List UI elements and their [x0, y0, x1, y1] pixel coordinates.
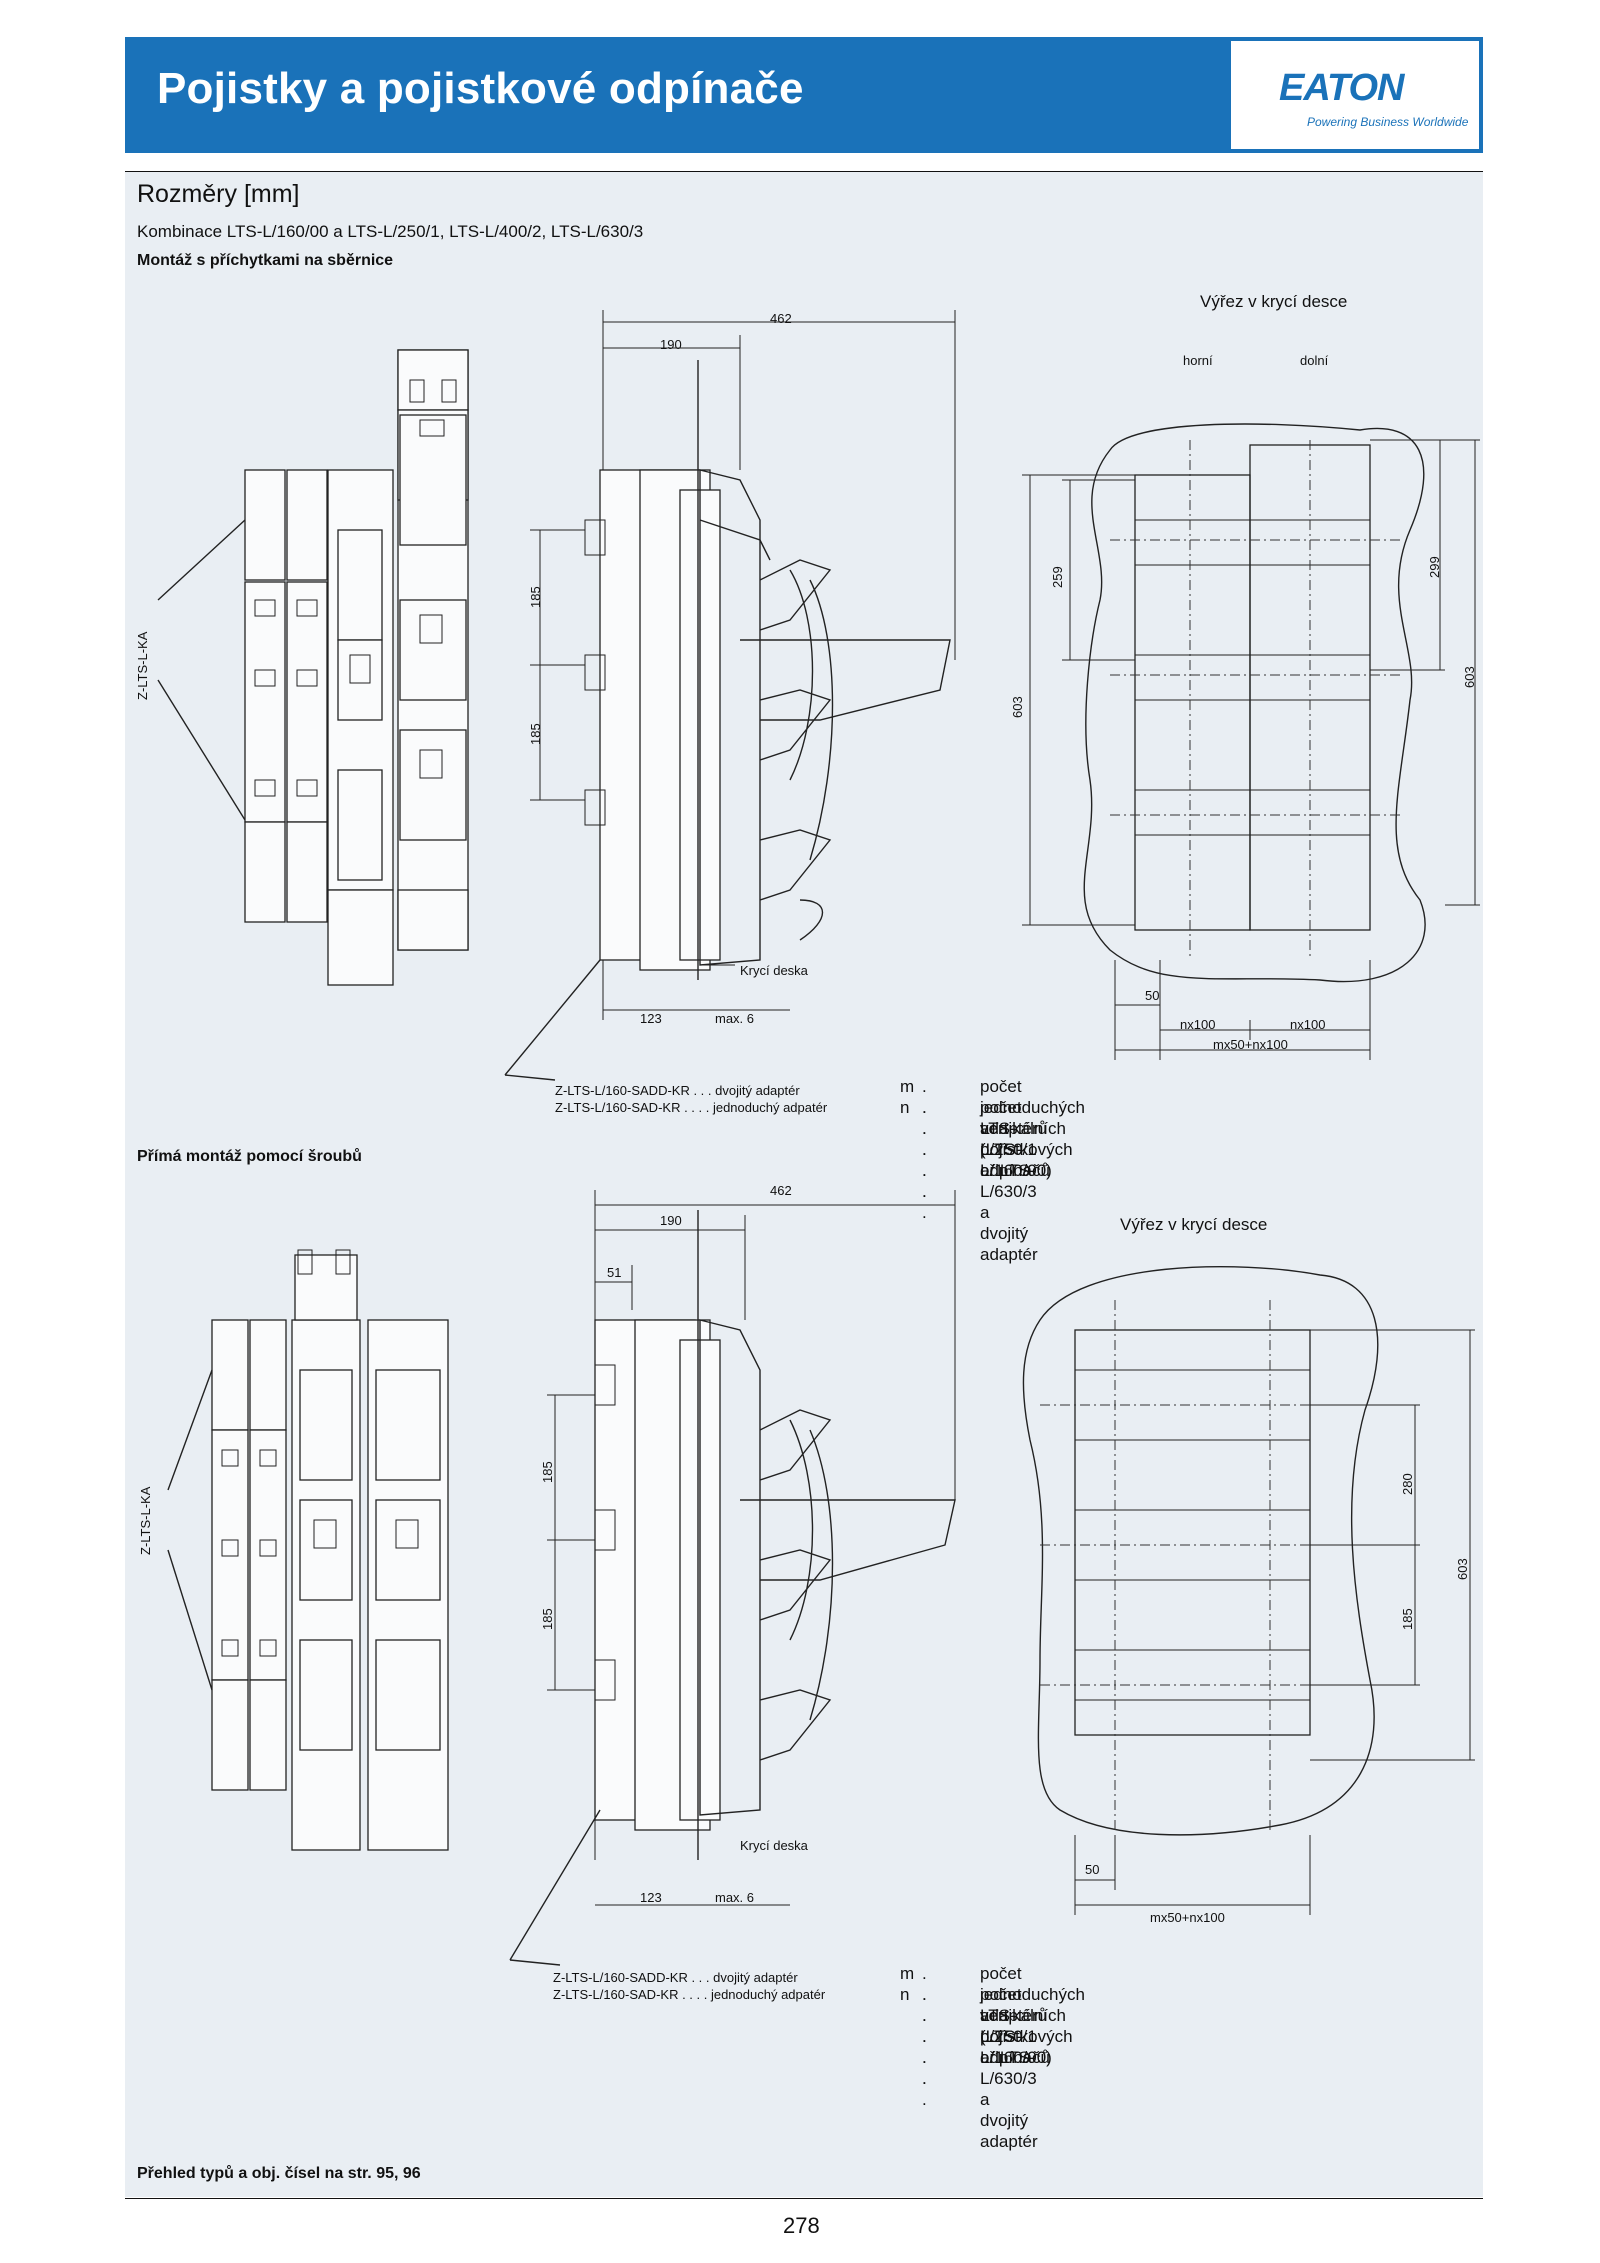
top-dim-50: 50	[1145, 988, 1160, 1003]
bottom-front-view	[167, 1249, 449, 1851]
bottom-side-view	[509, 1190, 956, 1966]
bottom-dim-123: 123	[640, 1890, 662, 1905]
top-heading: Montáž s příchytkami na sběrnice	[137, 252, 394, 269]
top-front-view	[157, 349, 469, 986]
bottom-cutout	[1022, 1265, 1475, 1915]
top-dim-nx100a: nx100	[1180, 1017, 1216, 1032]
bottom-cutout-title: Výřez v krycí desce	[1120, 1215, 1268, 1234]
top-cutout-title: Výřez v krycí desce	[1200, 292, 1348, 311]
top-cover-label: Krycí deska	[740, 963, 808, 978]
subtitle: Kombinace LTS-L/160/00 a LTS-L/250/1, LT…	[137, 222, 644, 241]
top-legend-m-text: počet jednoduchých adaptérů (LTS-L/160/0…	[980, 1077, 1085, 1180]
bottom-legend-n-text: počet vertikálních pojistkových odpínačů	[980, 1985, 1073, 2067]
top-cutout	[1022, 423, 1480, 1060]
section-title: Rozměry [mm]	[137, 180, 300, 208]
bottom-cover-label: Krycí deska	[740, 1838, 808, 1853]
bottom-dim-603: 603	[1455, 1558, 1470, 1580]
top-dim-603a: 603	[1010, 696, 1025, 718]
top-adapter-single: Z-LTS-L/160-SAD-KR . . . . jednoduchý ad…	[555, 1100, 828, 1115]
page-number: 278	[783, 2213, 820, 2238]
bottom-legend-m-dots: . . . . . .	[922, 1964, 927, 2088]
top-legend-m-dots: . . . . . .	[922, 1077, 927, 1201]
top-legend-n-dots: . . . . . .	[922, 1098, 927, 1222]
top-legend-n-text: počet vertikálních pojistkových odpínačů	[980, 1098, 1073, 1180]
bottom-heading: Přímá montáž pomocí šroubů	[137, 1148, 362, 1165]
bottom-dim-185a: 185	[540, 1461, 555, 1483]
logo-tagline: Powering Business Worldwide	[1307, 115, 1469, 129]
bottom-legend-n-key: n	[900, 1985, 910, 2004]
logo-wordmark: EATON	[1279, 67, 1404, 109]
bottom-dim-462: 462	[770, 1183, 792, 1198]
bottom-adapter-double: Z-LTS-L/160-SADD-KR . . . dvojitý adapté…	[553, 1970, 798, 1985]
top-adapter-double: Z-LTS-L/160-SADD-KR . . . dvojitý adapté…	[555, 1083, 800, 1098]
top-dim-max6: max. 6	[715, 1011, 755, 1026]
top-rule	[125, 171, 1483, 172]
bottom-legend-n-dots: . . . . . .	[922, 1985, 927, 2109]
page-title: Pojistky a pojistkové odpínače	[157, 64, 804, 113]
bottom-dim-mx50nx100: mx50+nx100	[1150, 1910, 1225, 1925]
top-dim-185a: 185	[528, 586, 543, 608]
top-col-lower: dolní	[1300, 353, 1329, 368]
bottom-legend-m-key: m	[900, 1964, 915, 1983]
top-dim-mx50nx100: mx50+nx100	[1213, 1037, 1288, 1052]
bottom-dim-280: 280	[1400, 1473, 1415, 1495]
top-dim-462: 462	[770, 311, 792, 326]
top-side-label: Z-LTS-L-KA	[135, 631, 150, 700]
page-header: Pojistky a pojistkové odpínače EATON Pow…	[125, 37, 1483, 153]
top-side-view	[504, 310, 956, 1081]
bottom-side-label: Z-LTS-L-KA	[138, 1486, 153, 1555]
top-dim-nx100b: nx100	[1290, 1017, 1326, 1032]
bottom-rule	[125, 2198, 1483, 2199]
eaton-logo: EATON Powering Business Worldwide	[1231, 41, 1479, 149]
bottom-dim-max6: max. 6	[715, 1890, 755, 1905]
top-dim-185b: 185	[528, 723, 543, 745]
bottom-dim-190: 190	[660, 1213, 682, 1228]
top-legend-n-text2: LTS-L/250/1 ař LTS-L/630/3 a dvojitý ada…	[980, 1119, 1038, 1264]
bottom-adapter-single: Z-LTS-L/160-SAD-KR . . . . jednoduchý ad…	[553, 1987, 826, 2002]
top-legend-m-key: m	[900, 1077, 915, 1096]
top-dim-299: 299	[1427, 556, 1442, 578]
bottom-dim-185b: 185	[540, 1608, 555, 1630]
bottom-legend-m-text: počet jednoduchých adaptérů (LTS-L/160/0…	[980, 1964, 1085, 2067]
bottom-dim-50: 50	[1085, 1862, 1100, 1877]
top-dim-603b: 603	[1462, 666, 1477, 688]
bottom-dim-185c: 185	[1400, 1608, 1415, 1630]
top-dim-190: 190	[660, 337, 682, 352]
top-col-upper: horní	[1183, 353, 1213, 368]
bottom-legend-n-text2: LTS-L/250/1 ař LTS-L/630/3 a dvojitý ada…	[980, 2006, 1038, 2151]
bottom-dim-51: 51	[607, 1265, 622, 1280]
top-dim-259: 259	[1050, 566, 1065, 588]
top-dim-123: 123	[640, 1011, 662, 1026]
footer-note: Přehled typů a obj. čísel na str. 95, 96	[137, 2165, 421, 2182]
top-legend-n-key: n	[900, 1098, 910, 1117]
